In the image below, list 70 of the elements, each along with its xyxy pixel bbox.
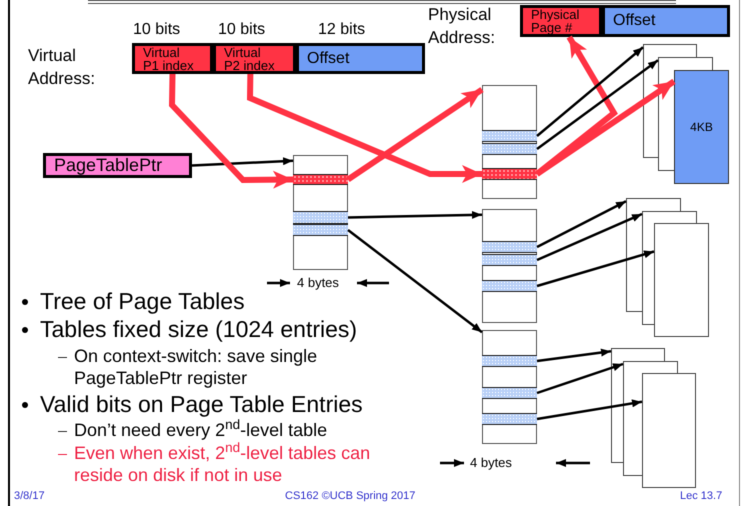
- field-label: Offset: [307, 48, 350, 68]
- table-entry: [293, 174, 348, 185]
- address-caption: Physical Address:: [428, 4, 496, 49]
- table-entry: [482, 168, 537, 180]
- bit-width-label: 10 bits: [218, 20, 266, 40]
- arrow: [536, 362, 624, 394]
- page-table: [482, 209, 537, 323]
- footer-text: 3/8/17: [14, 490, 45, 503]
- page-table: [482, 85, 537, 199]
- arrow: [536, 46, 644, 137]
- bullet-text: Even when exist, 2$^{nd}$-level tables can reside on disk if not in use: [74, 442, 372, 486]
- register-box: [43, 153, 192, 178]
- table-entry: [293, 224, 348, 236]
- table-entry: [482, 387, 537, 399]
- memory-page: [674, 70, 729, 184]
- register-label: PageTablePtr: [54, 154, 162, 177]
- memory-page: [611, 348, 665, 361]
- table-entry: [293, 211, 348, 224]
- field-label: Virtual P1 index: [143, 46, 195, 72]
- memory-page: [642, 373, 696, 488]
- bullet-text: Valid bits on Page Table Entries: [40, 390, 363, 418]
- field-label: Virtual P2 index: [224, 46, 276, 72]
- arrow: [536, 212, 642, 262]
- footer-text: CS162 ©UCB Spring 2017: [285, 490, 416, 503]
- bullet-text: Don’t need every 2$^{nd}$-level table: [74, 419, 328, 441]
- memory-page: [623, 361, 678, 373]
- bullet-text: On context-switch: save single PageTablePtr register: [74, 345, 318, 389]
- field-label: Physical Page #: [531, 8, 580, 34]
- address-field: [602, 5, 730, 37]
- arrow: [246, 74, 482, 183]
- arrow: [346, 87, 484, 182]
- table-entry: [482, 355, 537, 367]
- memory-page: [643, 44, 697, 57]
- arrow: [192, 157, 294, 167]
- table-entry: [482, 254, 537, 266]
- table-entry: [482, 413, 537, 425]
- bit-width-label: 12 bits: [318, 20, 366, 40]
- arrow: [536, 250, 654, 288]
- field-label: Offset: [613, 11, 656, 31]
- arrow: [348, 210, 482, 219]
- arrow: [536, 399, 642, 420]
- page-size-label: 4KB: [690, 119, 713, 136]
- address-field: [132, 43, 213, 74]
- footer-text: Lec 13.7: [680, 490, 722, 503]
- dimension-label: 4 bytes: [297, 275, 339, 291]
- memory-page: [626, 198, 681, 211]
- arrow: [536, 59, 659, 150]
- bullet-text: Tables fixed size (1024 entries): [40, 315, 358, 343]
- bullet-text: Tree of Page Tables: [40, 287, 245, 315]
- address-field: [520, 5, 602, 37]
- arrow: [536, 200, 627, 248]
- memory-page: [658, 57, 713, 70]
- arrow: [347, 229, 483, 334]
- page-table: [293, 155, 348, 270]
- arrow: [535, 78, 676, 176]
- table-entry: [482, 241, 537, 253]
- arrow: [168, 74, 294, 189]
- address-caption: Virtual Address:: [28, 45, 96, 90]
- arrow: [536, 348, 612, 362]
- memory-page: [642, 211, 697, 223]
- memory-page: [654, 223, 709, 337]
- dimension-label: 4 bytes: [470, 455, 512, 471]
- bit-width-label: 10 bits: [133, 20, 180, 40]
- table-entry: [482, 130, 537, 142]
- arrow: [535, 35, 618, 176]
- page-table: [482, 330, 537, 444]
- table-entry: [482, 280, 537, 292]
- address-field: [296, 43, 425, 74]
- address-field: [213, 43, 296, 74]
- table-entry: [482, 143, 537, 155]
